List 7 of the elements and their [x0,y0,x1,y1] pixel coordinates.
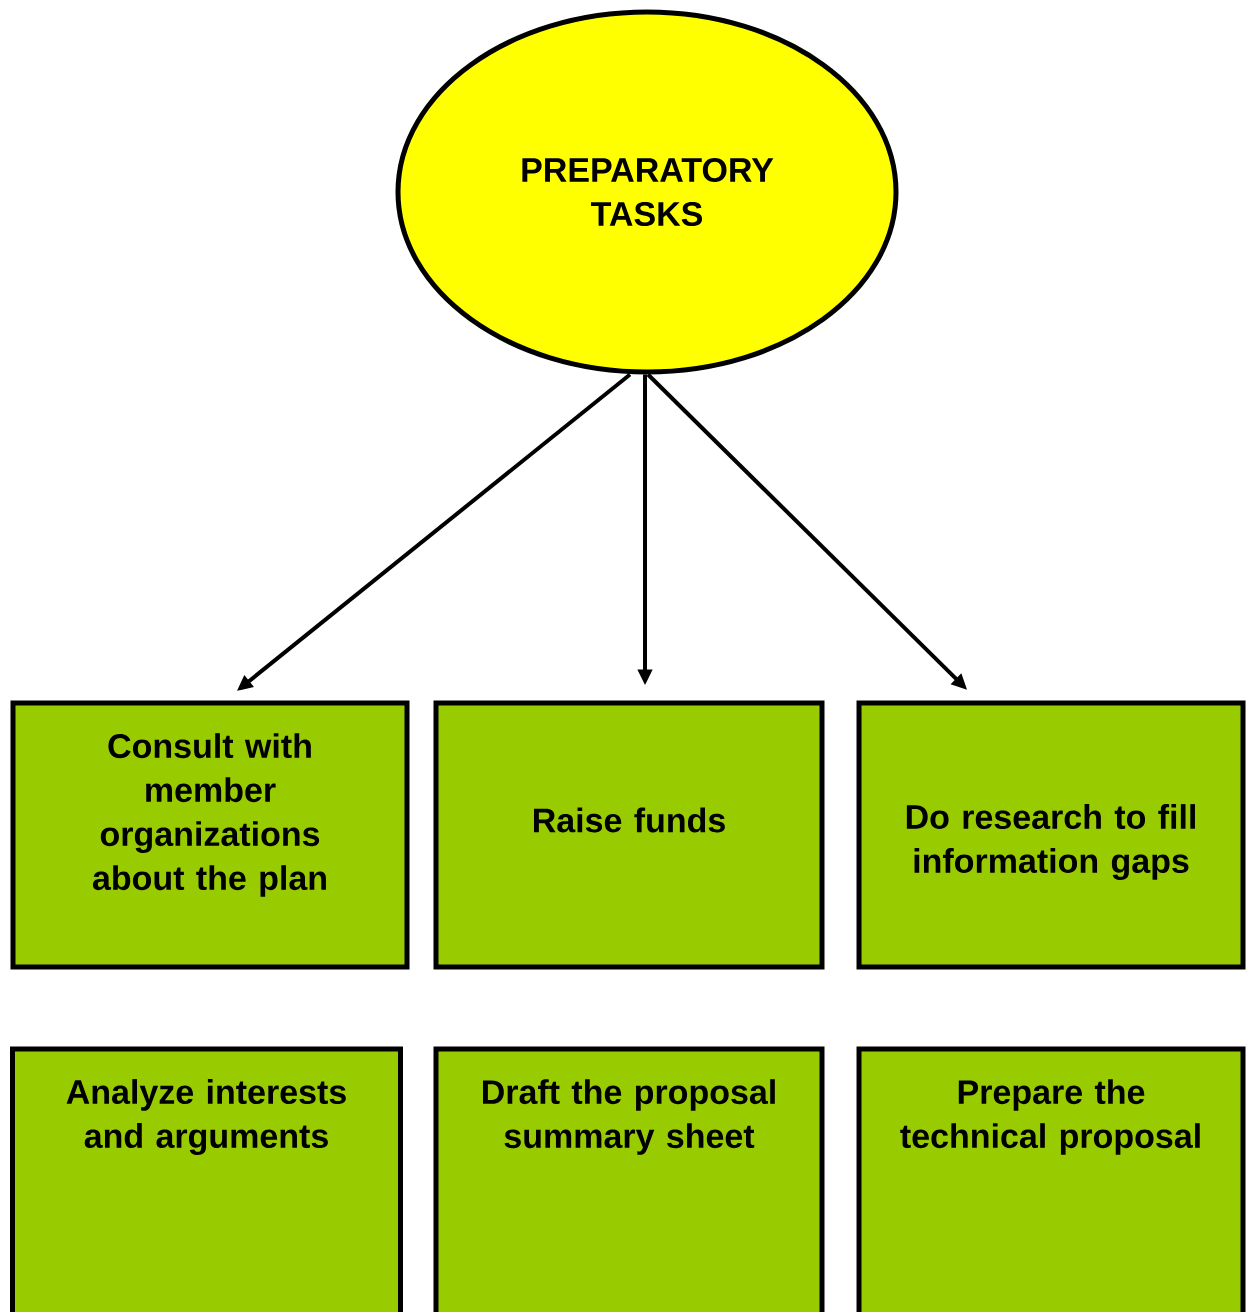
task-box: Draft the proposal summary sheet [433,1046,825,1312]
ellipse-node: PREPARATORY TASKS [395,9,899,375]
task-box: Do research to fill information gaps [856,700,1246,970]
task-box: Prepare the technical proposal [856,1046,1246,1312]
task-box: Analyze interests and arguments [10,1046,403,1312]
task-box: Raise funds [433,700,825,970]
task-box: Consult with member organizations about the plan [10,700,410,970]
